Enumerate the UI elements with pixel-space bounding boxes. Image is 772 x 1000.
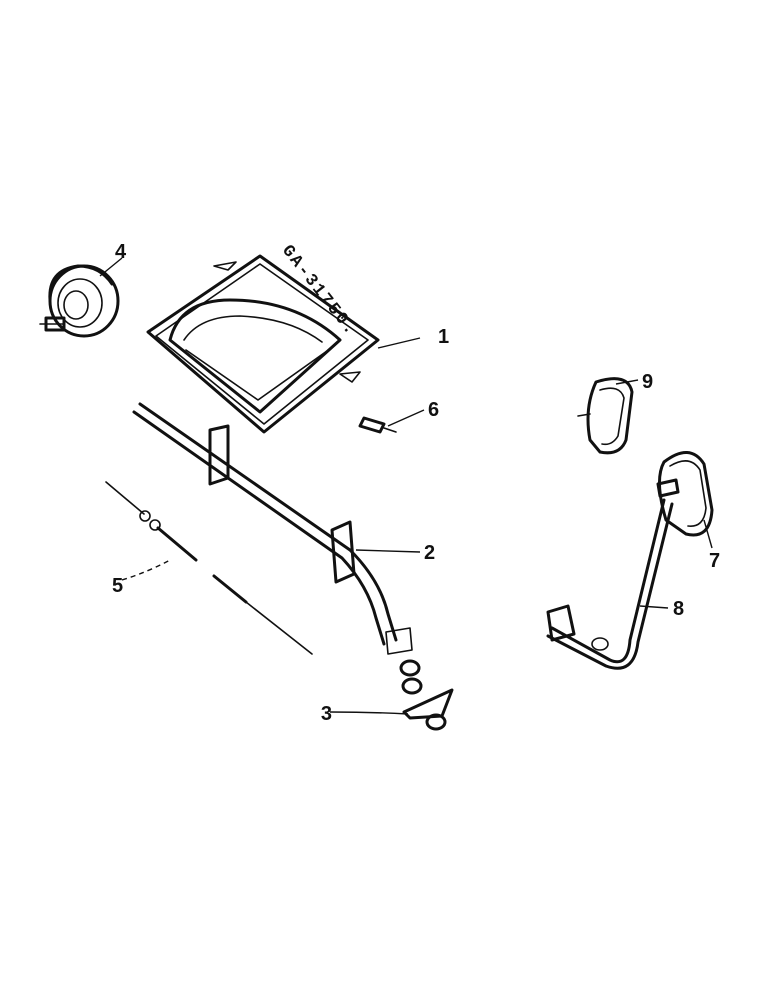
part-3-bracket bbox=[399, 659, 454, 731]
callout-2: 2 bbox=[424, 542, 435, 564]
callout-5: 5 bbox=[112, 575, 123, 597]
callout-8: 8 bbox=[673, 598, 684, 620]
callout-4: 4 bbox=[115, 241, 127, 263]
callout-6: 6 bbox=[428, 399, 439, 421]
callout-3: 3 bbox=[321, 703, 332, 725]
part-7-large-mirror bbox=[656, 451, 714, 537]
part-5-cable bbox=[105, 481, 313, 655]
part-9-small-mirror bbox=[577, 377, 634, 455]
callout-leaders bbox=[99, 257, 713, 715]
part-4-horn bbox=[39, 264, 120, 338]
callout-9: 9 bbox=[642, 371, 653, 393]
part-2-seat-support bbox=[132, 402, 413, 655]
callout-7: 7 bbox=[709, 550, 720, 572]
part-6-bolt bbox=[358, 416, 397, 434]
callout-labels: 1 2 3 4 5 6 7 8 9 bbox=[112, 241, 720, 725]
part-8-mirror-arm bbox=[546, 498, 674, 670]
callout-1: 1 bbox=[438, 326, 449, 348]
part-1-seat: GA-31750. bbox=[146, 242, 380, 434]
